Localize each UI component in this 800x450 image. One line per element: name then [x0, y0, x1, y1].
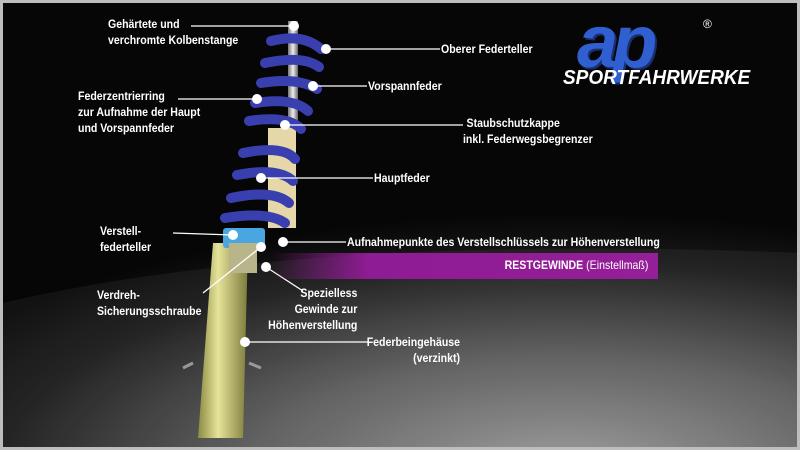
restgewinde-bar: RESTGEWINDE (Einstellmaß) [271, 253, 658, 279]
label-aufnahmepunkte: Aufnahmepunkte des Verstellschlüssels zu… [347, 235, 660, 249]
label-vorspannfeder: Vorspannfeder [368, 79, 442, 93]
restgewinde-note: (Einstellmaß) [582, 258, 648, 272]
ap-sportfahrwerke-logo: ap ® SPORTFAHRWERKE [563, 3, 793, 95]
label-oberer-federteller: Oberer Federteller [441, 42, 533, 56]
logo-subtitle: SPORTFAHRWERKE [563, 67, 751, 89]
label-hauptfeder: Hauptfeder [374, 171, 430, 185]
restgewinde-title: RESTGEWINDE [504, 258, 583, 272]
label-federbeingehaeuse: Federbeingehäuse(verzinkt) [366, 335, 460, 365]
coilover-body [182, 228, 265, 438]
spring [220, 33, 326, 228]
shock-absorber-illustration [3, 21, 797, 447]
label-verstellfederteller: Verstell-federteller [100, 224, 152, 254]
leader-lines [172, 25, 463, 343]
logo-brand: ap [577, 0, 657, 83]
marker-dots [228, 21, 331, 347]
label-verdreh-sicherungsschraube: Verdreh-Sicherungsschraube [97, 288, 202, 318]
logo-registered: ® [703, 17, 712, 31]
